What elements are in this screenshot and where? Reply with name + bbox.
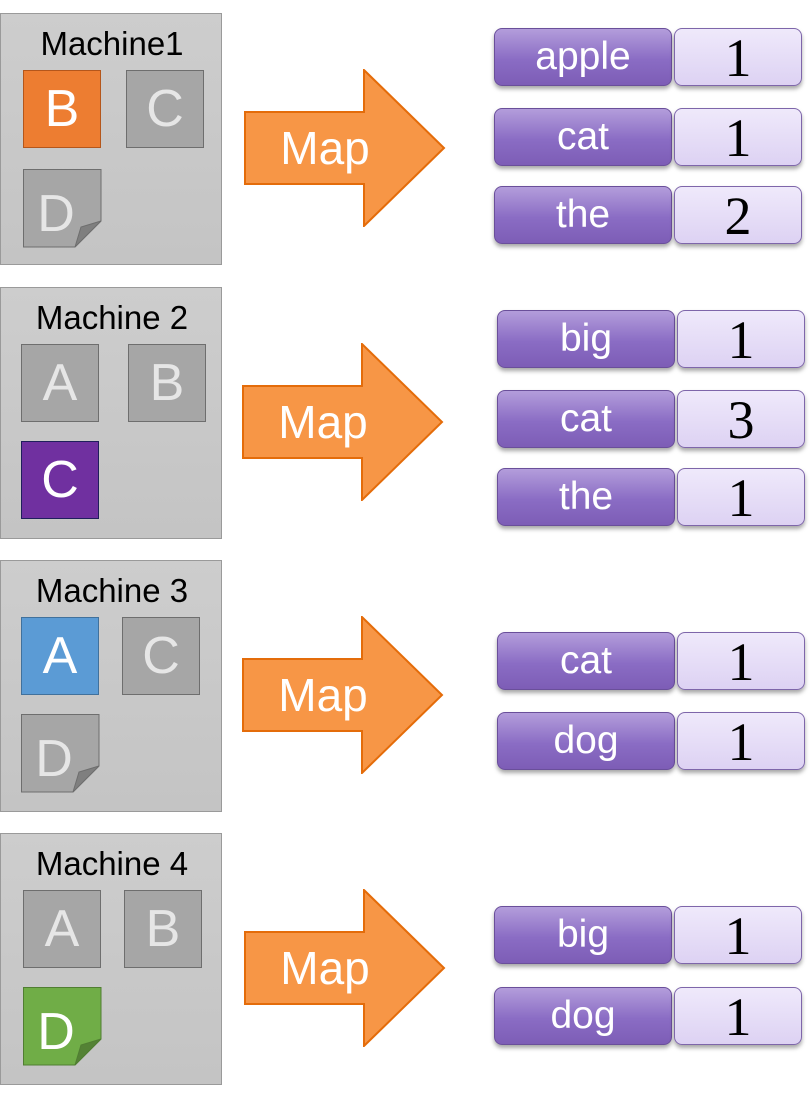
- pair-value: 1: [674, 987, 802, 1046]
- pair-value: 3: [677, 390, 805, 449]
- map-arrow: Map: [242, 616, 444, 774]
- pair-value: 1: [674, 28, 802, 87]
- pair-value: 1: [674, 108, 802, 167]
- document-block-tile: D: [21, 714, 100, 793]
- machine-title: Machine 2: [35, 299, 189, 336]
- data-block-tile: C: [122, 617, 200, 695]
- pair-key: dog: [497, 712, 675, 770]
- data-block-tile: C: [21, 441, 99, 519]
- map-label: Map: [280, 942, 370, 994]
- pair-key: cat: [497, 632, 675, 690]
- pair-key: apple: [494, 28, 672, 86]
- folded-corner-icon: [23, 169, 102, 248]
- data-block-tile: B: [128, 344, 206, 422]
- folded-corner-icon: [21, 714, 100, 793]
- machine-box: Machine 2 A B C: [0, 287, 222, 539]
- right-arrow-icon: [244, 889, 446, 1047]
- map-label: Map: [280, 122, 370, 174]
- pair-key: the: [494, 186, 672, 244]
- pair-value: 1: [677, 712, 805, 771]
- pair-value: 1: [677, 632, 805, 691]
- machine-box: Machine1 B C D: [0, 13, 222, 265]
- machine-title: Machine 4: [35, 845, 189, 882]
- machine-title: Machine1: [40, 25, 184, 62]
- machine-box: Machine 4 A B D: [0, 833, 222, 1085]
- map-label: Map: [278, 669, 368, 721]
- pair-value: 1: [674, 906, 802, 965]
- tile-letter: D: [35, 730, 73, 788]
- pair-key: big: [497, 310, 675, 368]
- machine-title: Machine 3: [35, 572, 189, 609]
- map-arrow: Map: [244, 889, 446, 1047]
- machine-box: Machine 3 A C D: [0, 560, 222, 812]
- tile-letter: D: [37, 185, 75, 243]
- pair-value: 1: [677, 310, 805, 369]
- map-label: Map: [278, 396, 368, 448]
- document-block-tile: D: [23, 987, 102, 1066]
- tile-letter: D: [37, 1003, 75, 1061]
- pair-value: 2: [674, 186, 802, 245]
- data-block-tile: A: [21, 617, 99, 695]
- data-block-tile: B: [23, 70, 101, 148]
- right-arrow-icon: [242, 616, 444, 774]
- document-block-tile: D: [23, 169, 102, 248]
- map-arrow: Map: [242, 343, 444, 501]
- pair-value: 1: [677, 468, 805, 527]
- data-block-tile: A: [23, 890, 101, 968]
- folded-corner-icon: [23, 987, 102, 1066]
- data-block-tile: A: [21, 344, 99, 422]
- map-arrow: Map: [244, 69, 446, 227]
- right-arrow-icon: [242, 343, 444, 501]
- pair-key: dog: [494, 987, 672, 1045]
- pair-key: cat: [494, 108, 672, 166]
- data-block-tile: C: [126, 70, 204, 148]
- pair-key: the: [497, 468, 675, 526]
- data-block-tile: B: [124, 890, 202, 968]
- pair-key: cat: [497, 390, 675, 448]
- pair-key: big: [494, 906, 672, 964]
- right-arrow-icon: [244, 69, 446, 227]
